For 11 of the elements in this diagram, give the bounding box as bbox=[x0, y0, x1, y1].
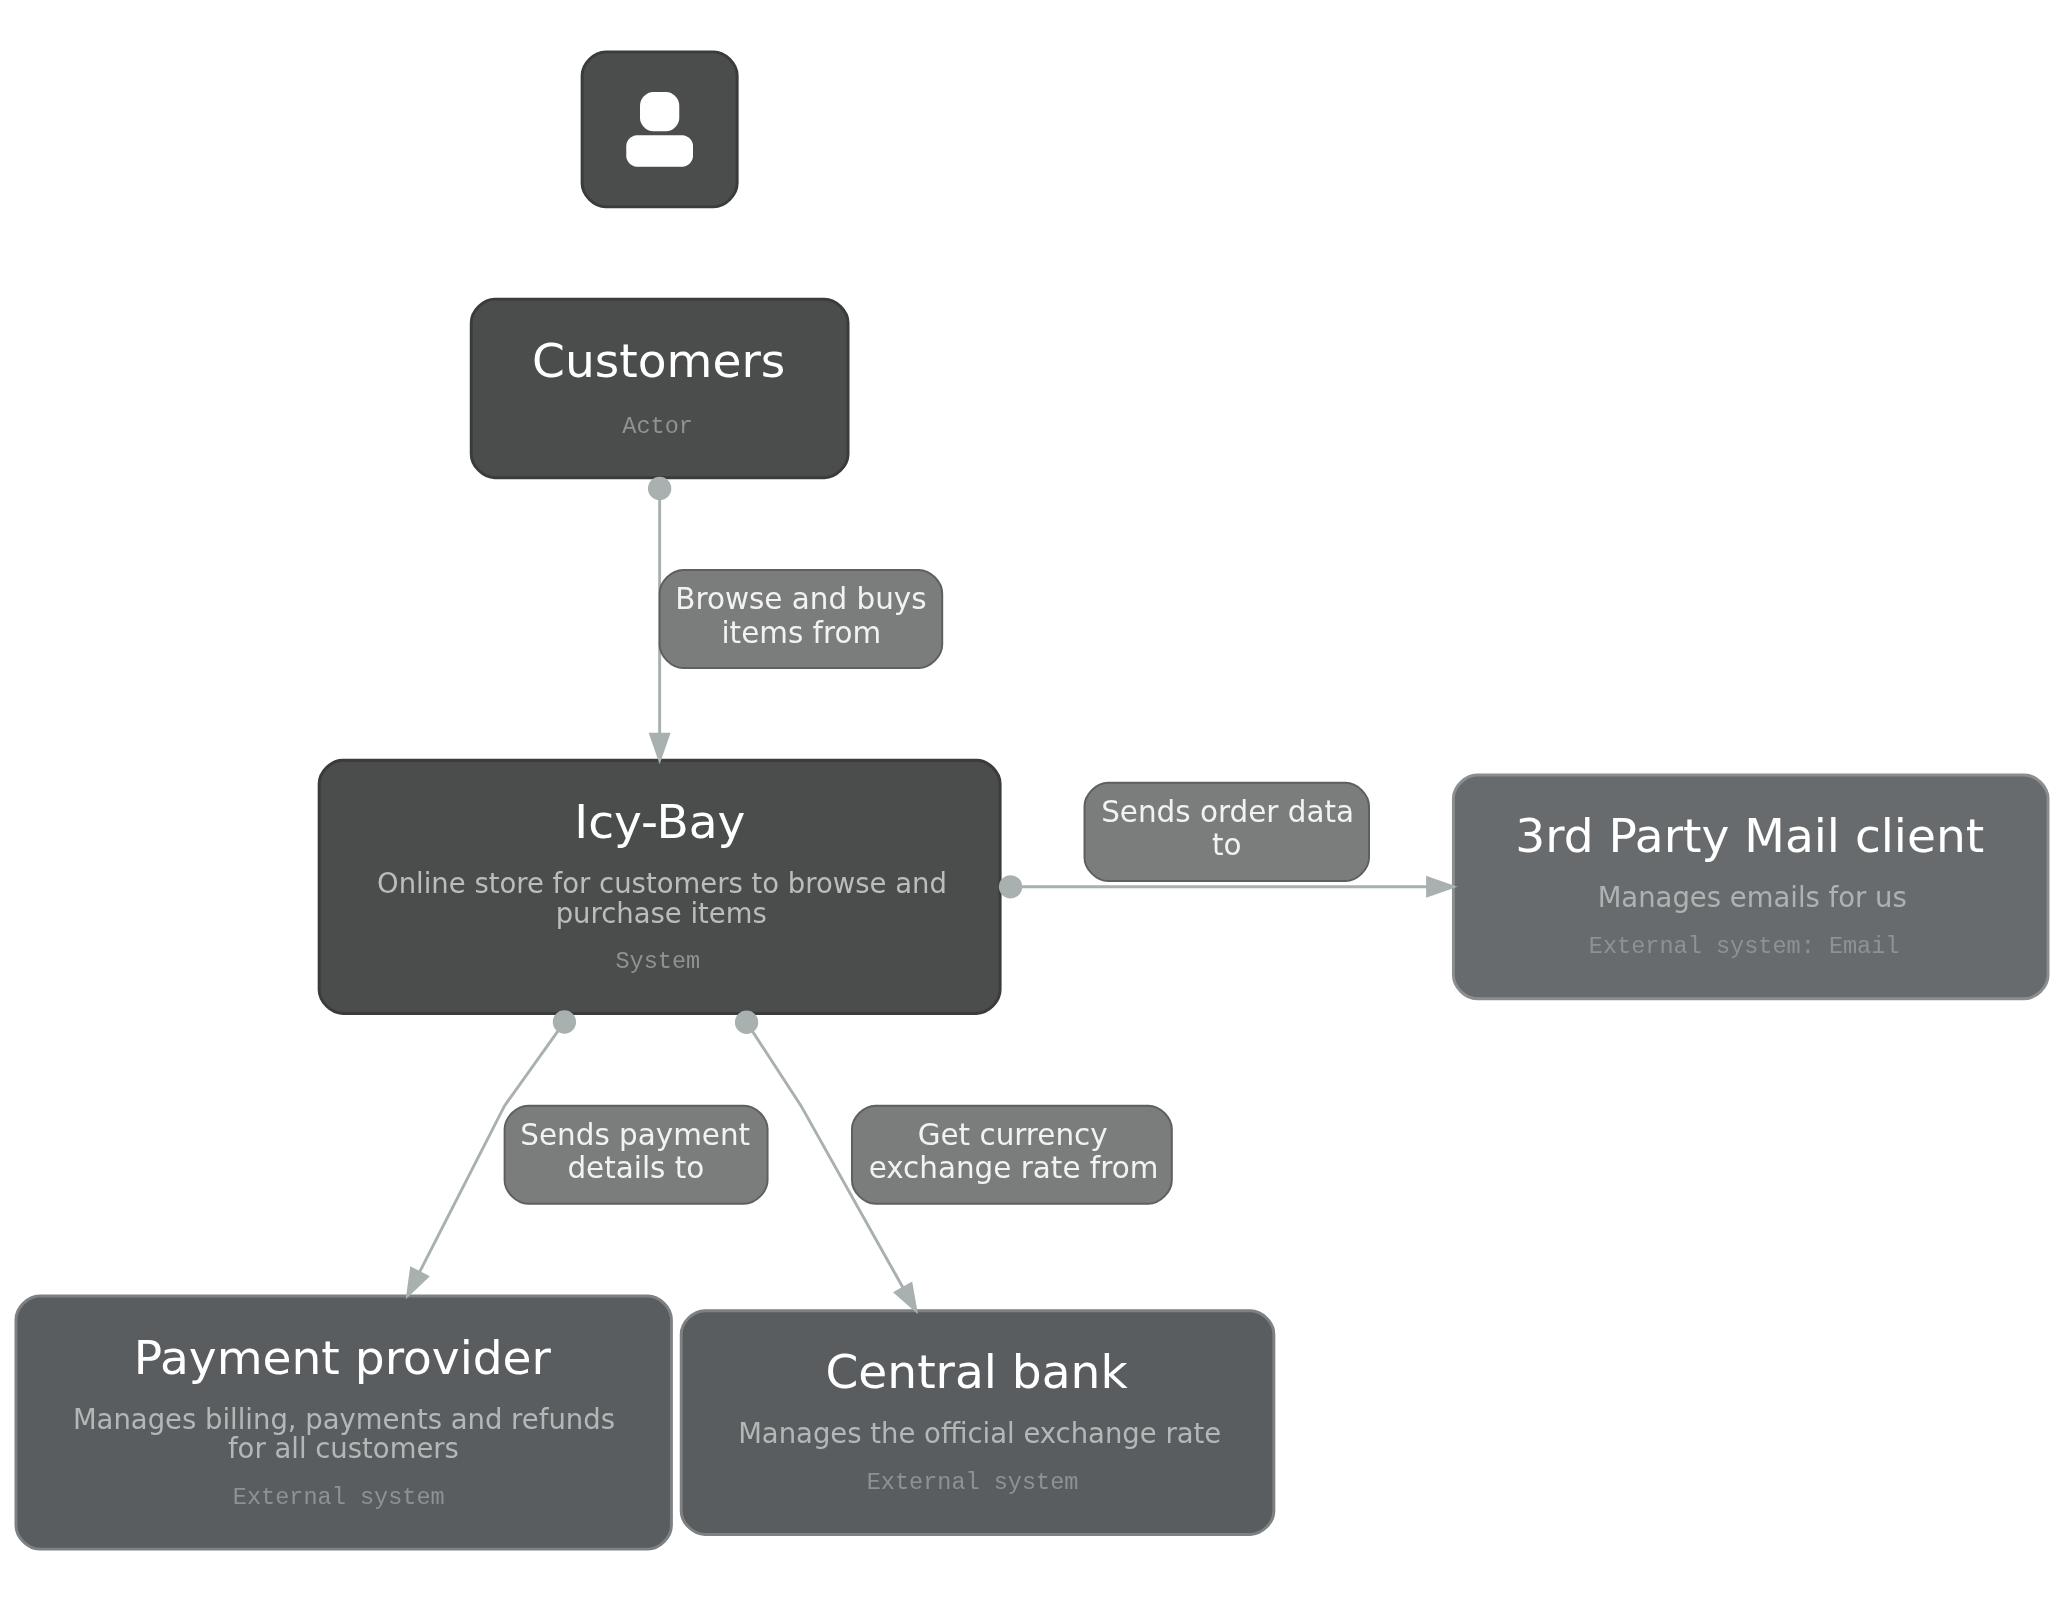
node-box: Customers Actor bbox=[469, 297, 850, 479]
arrow bbox=[734, 1010, 918, 1314]
arrow bbox=[405, 1009, 577, 1299]
edge-label: Browse and buys items from bbox=[675, 581, 927, 650]
node-person bbox=[580, 49, 739, 208]
edge-label: Sends order data to bbox=[1101, 794, 1355, 862]
edge-label: Get currency exchange rate from bbox=[868, 1117, 1159, 1185]
edge-label: Sends payment details to bbox=[520, 1117, 751, 1185]
arrow bbox=[998, 874, 1458, 898]
arrow bbox=[647, 476, 672, 764]
node-box: Icy-Bay Online store for customers to browse and purchase items System bbox=[317, 758, 1002, 1015]
